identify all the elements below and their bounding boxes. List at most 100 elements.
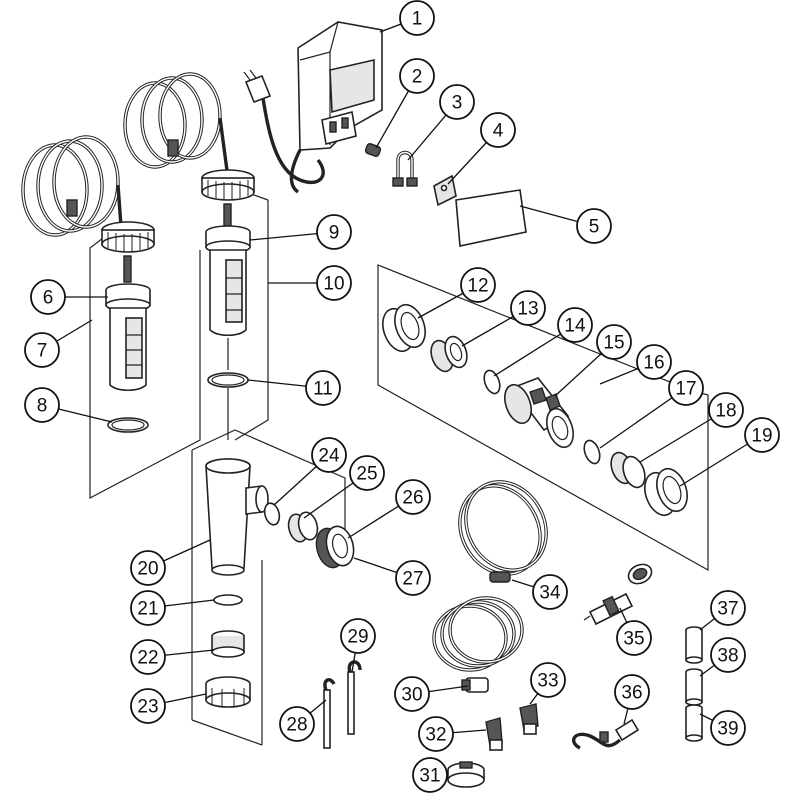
callout-21: 21 — [130, 590, 166, 626]
callout-number-16: 16 — [643, 353, 664, 374]
callout-number-22: 22 — [137, 648, 158, 669]
callout-circle-29 — [340, 618, 376, 654]
callout-number-14: 14 — [564, 316, 586, 337]
callout-number-30: 30 — [401, 685, 422, 706]
callout-circle-25 — [349, 455, 385, 491]
callout-number-11: 11 — [313, 379, 333, 400]
callout-number-38: 38 — [717, 646, 738, 667]
callout-number-3: 3 — [452, 93, 463, 114]
callout-number-8: 8 — [37, 396, 48, 417]
callout-38: 38 — [710, 637, 746, 673]
callout-circle-12 — [460, 267, 496, 303]
callout-number-6: 6 — [43, 288, 54, 309]
right-cell-cable — [123, 72, 230, 179]
callout-number-33: 33 — [537, 671, 558, 692]
callout-26: 26 — [395, 479, 431, 515]
callout-circle-26 — [395, 479, 431, 515]
callout-number-7: 7 — [37, 341, 48, 362]
callout-4: 4 — [480, 112, 516, 148]
callout-3: 3 — [439, 84, 475, 120]
callout-circle-20 — [130, 550, 166, 586]
callout-number-26: 26 — [402, 488, 423, 509]
callout-circle-16 — [636, 344, 672, 380]
right-cell-assembly — [201, 169, 255, 440]
callout-circle-11 — [305, 370, 341, 406]
callout-10: 10 — [316, 265, 352, 301]
callout-number-5: 5 — [589, 217, 600, 238]
callout-circle-8 — [24, 387, 60, 423]
callout-circle-22 — [130, 639, 166, 675]
callout-circle-34 — [532, 574, 568, 610]
callout-17: 17 — [668, 370, 704, 406]
callout-34: 34 — [532, 574, 568, 610]
callout-32: 32 — [418, 716, 454, 752]
left-cell-assembly — [101, 221, 155, 433]
callout-circle-28 — [279, 706, 315, 742]
callout-6: 6 — [30, 279, 66, 315]
callout-circle-21 — [130, 590, 166, 626]
callout-number-25: 25 — [356, 464, 377, 485]
callout-11: 11 — [305, 370, 341, 406]
callout-circle-2 — [399, 58, 435, 94]
callout-circle-23 — [130, 688, 166, 724]
callout-33: 33 — [530, 662, 566, 698]
callout-circle-14 — [557, 307, 593, 343]
callout-15: 15 — [596, 324, 632, 360]
callout-30: 30 — [394, 676, 430, 712]
small-fitting — [364, 143, 382, 157]
callout-35: 35 — [616, 620, 652, 656]
callout-25: 25 — [349, 455, 385, 491]
callout-circle-18 — [708, 392, 744, 428]
callout-27: 27 — [395, 560, 431, 596]
callout-23: 23 — [130, 688, 166, 724]
callout-number-24: 24 — [318, 446, 340, 467]
callout-number-39: 39 — [717, 719, 738, 740]
callout-31: 31 — [412, 757, 448, 793]
callout-circle-9 — [316, 214, 352, 250]
callout-29: 29 — [340, 618, 376, 654]
callout-number-1: 1 — [412, 9, 423, 30]
callout-number-27: 27 — [402, 569, 423, 590]
callout-number-37: 37 — [717, 599, 738, 620]
callout-20: 20 — [130, 550, 166, 586]
callout-circle-38 — [710, 637, 746, 673]
callout-number-35: 35 — [623, 629, 644, 650]
callout-13: 13 — [510, 290, 546, 326]
group-outline-housing — [191, 429, 346, 560]
tee-housing-parts — [205, 458, 355, 708]
electrode-rods — [323, 660, 362, 749]
callout-number-23: 23 — [137, 697, 158, 718]
u-bolt — [392, 150, 418, 187]
callout-number-21: 21 — [137, 599, 158, 620]
callout-number-32: 32 — [425, 725, 446, 746]
spare-cylinders — [685, 626, 703, 742]
callout-circle-13 — [510, 290, 546, 326]
callout-circle-6 — [30, 279, 66, 315]
callout-36: 36 — [614, 674, 650, 710]
sensor-with-cable — [432, 596, 524, 693]
callout-1: 1 — [399, 0, 435, 36]
callout-circle-10 — [316, 265, 352, 301]
callout-number-12: 12 — [467, 276, 488, 297]
cable-glands — [485, 703, 539, 751]
callout-18: 18 — [708, 392, 744, 428]
callout-9: 9 — [316, 214, 352, 250]
group-outline-cell-right — [234, 200, 269, 441]
callout-number-9: 9 — [329, 223, 340, 244]
callout-number-20: 20 — [137, 559, 158, 580]
callout-5: 5 — [576, 208, 612, 244]
callout-circle-36 — [614, 674, 650, 710]
callout-circle-35 — [616, 620, 652, 656]
callout-number-10: 10 — [323, 274, 344, 295]
callout-circle-33 — [530, 662, 566, 698]
callout-2: 2 — [399, 58, 435, 94]
control-unit — [243, 21, 383, 194]
callout-7: 7 — [24, 332, 60, 368]
callout-circle-27 — [395, 560, 431, 596]
group-outline-cell-left — [89, 237, 201, 499]
callout-circle-17 — [668, 370, 704, 406]
callout-circle-4 — [480, 112, 516, 148]
callout-circle-37 — [710, 590, 746, 626]
callout-circle-15 — [596, 324, 632, 360]
